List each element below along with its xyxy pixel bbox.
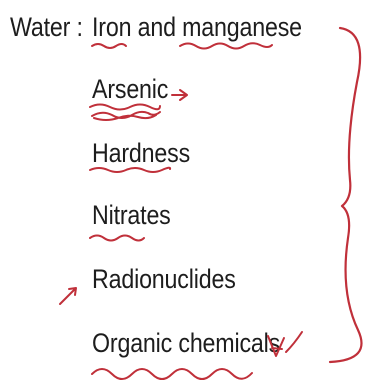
scribble-arsenic: [91, 110, 161, 121]
arrow-icon-radionuclides: [59, 287, 77, 305]
list-item-iron-manganese: Iron and manganese: [92, 12, 302, 42]
squiggle-underline-organic: [91, 368, 253, 380]
list-item-organic-chemicals: Organic chemicals: [92, 328, 281, 358]
arrow-icon: [171, 89, 188, 101]
squiggle-underline-manganese: [179, 42, 273, 50]
list-item-hardness: Hardness: [92, 138, 191, 168]
squiggle-underline-hardness: [89, 166, 172, 173]
squiggle-underline-arsenic: [89, 103, 161, 111]
water-label: Water :: [10, 12, 83, 42]
list-item-arsenic: Arsenic: [92, 74, 169, 104]
list-item-nitrates: Nitrates: [92, 200, 171, 230]
squiggle-underline-iron: [91, 43, 127, 49]
squiggle-underline-nitrates: [89, 234, 145, 242]
list-item-radionuclides: Radionuclides: [92, 264, 236, 294]
curly-brace: [328, 26, 363, 364]
